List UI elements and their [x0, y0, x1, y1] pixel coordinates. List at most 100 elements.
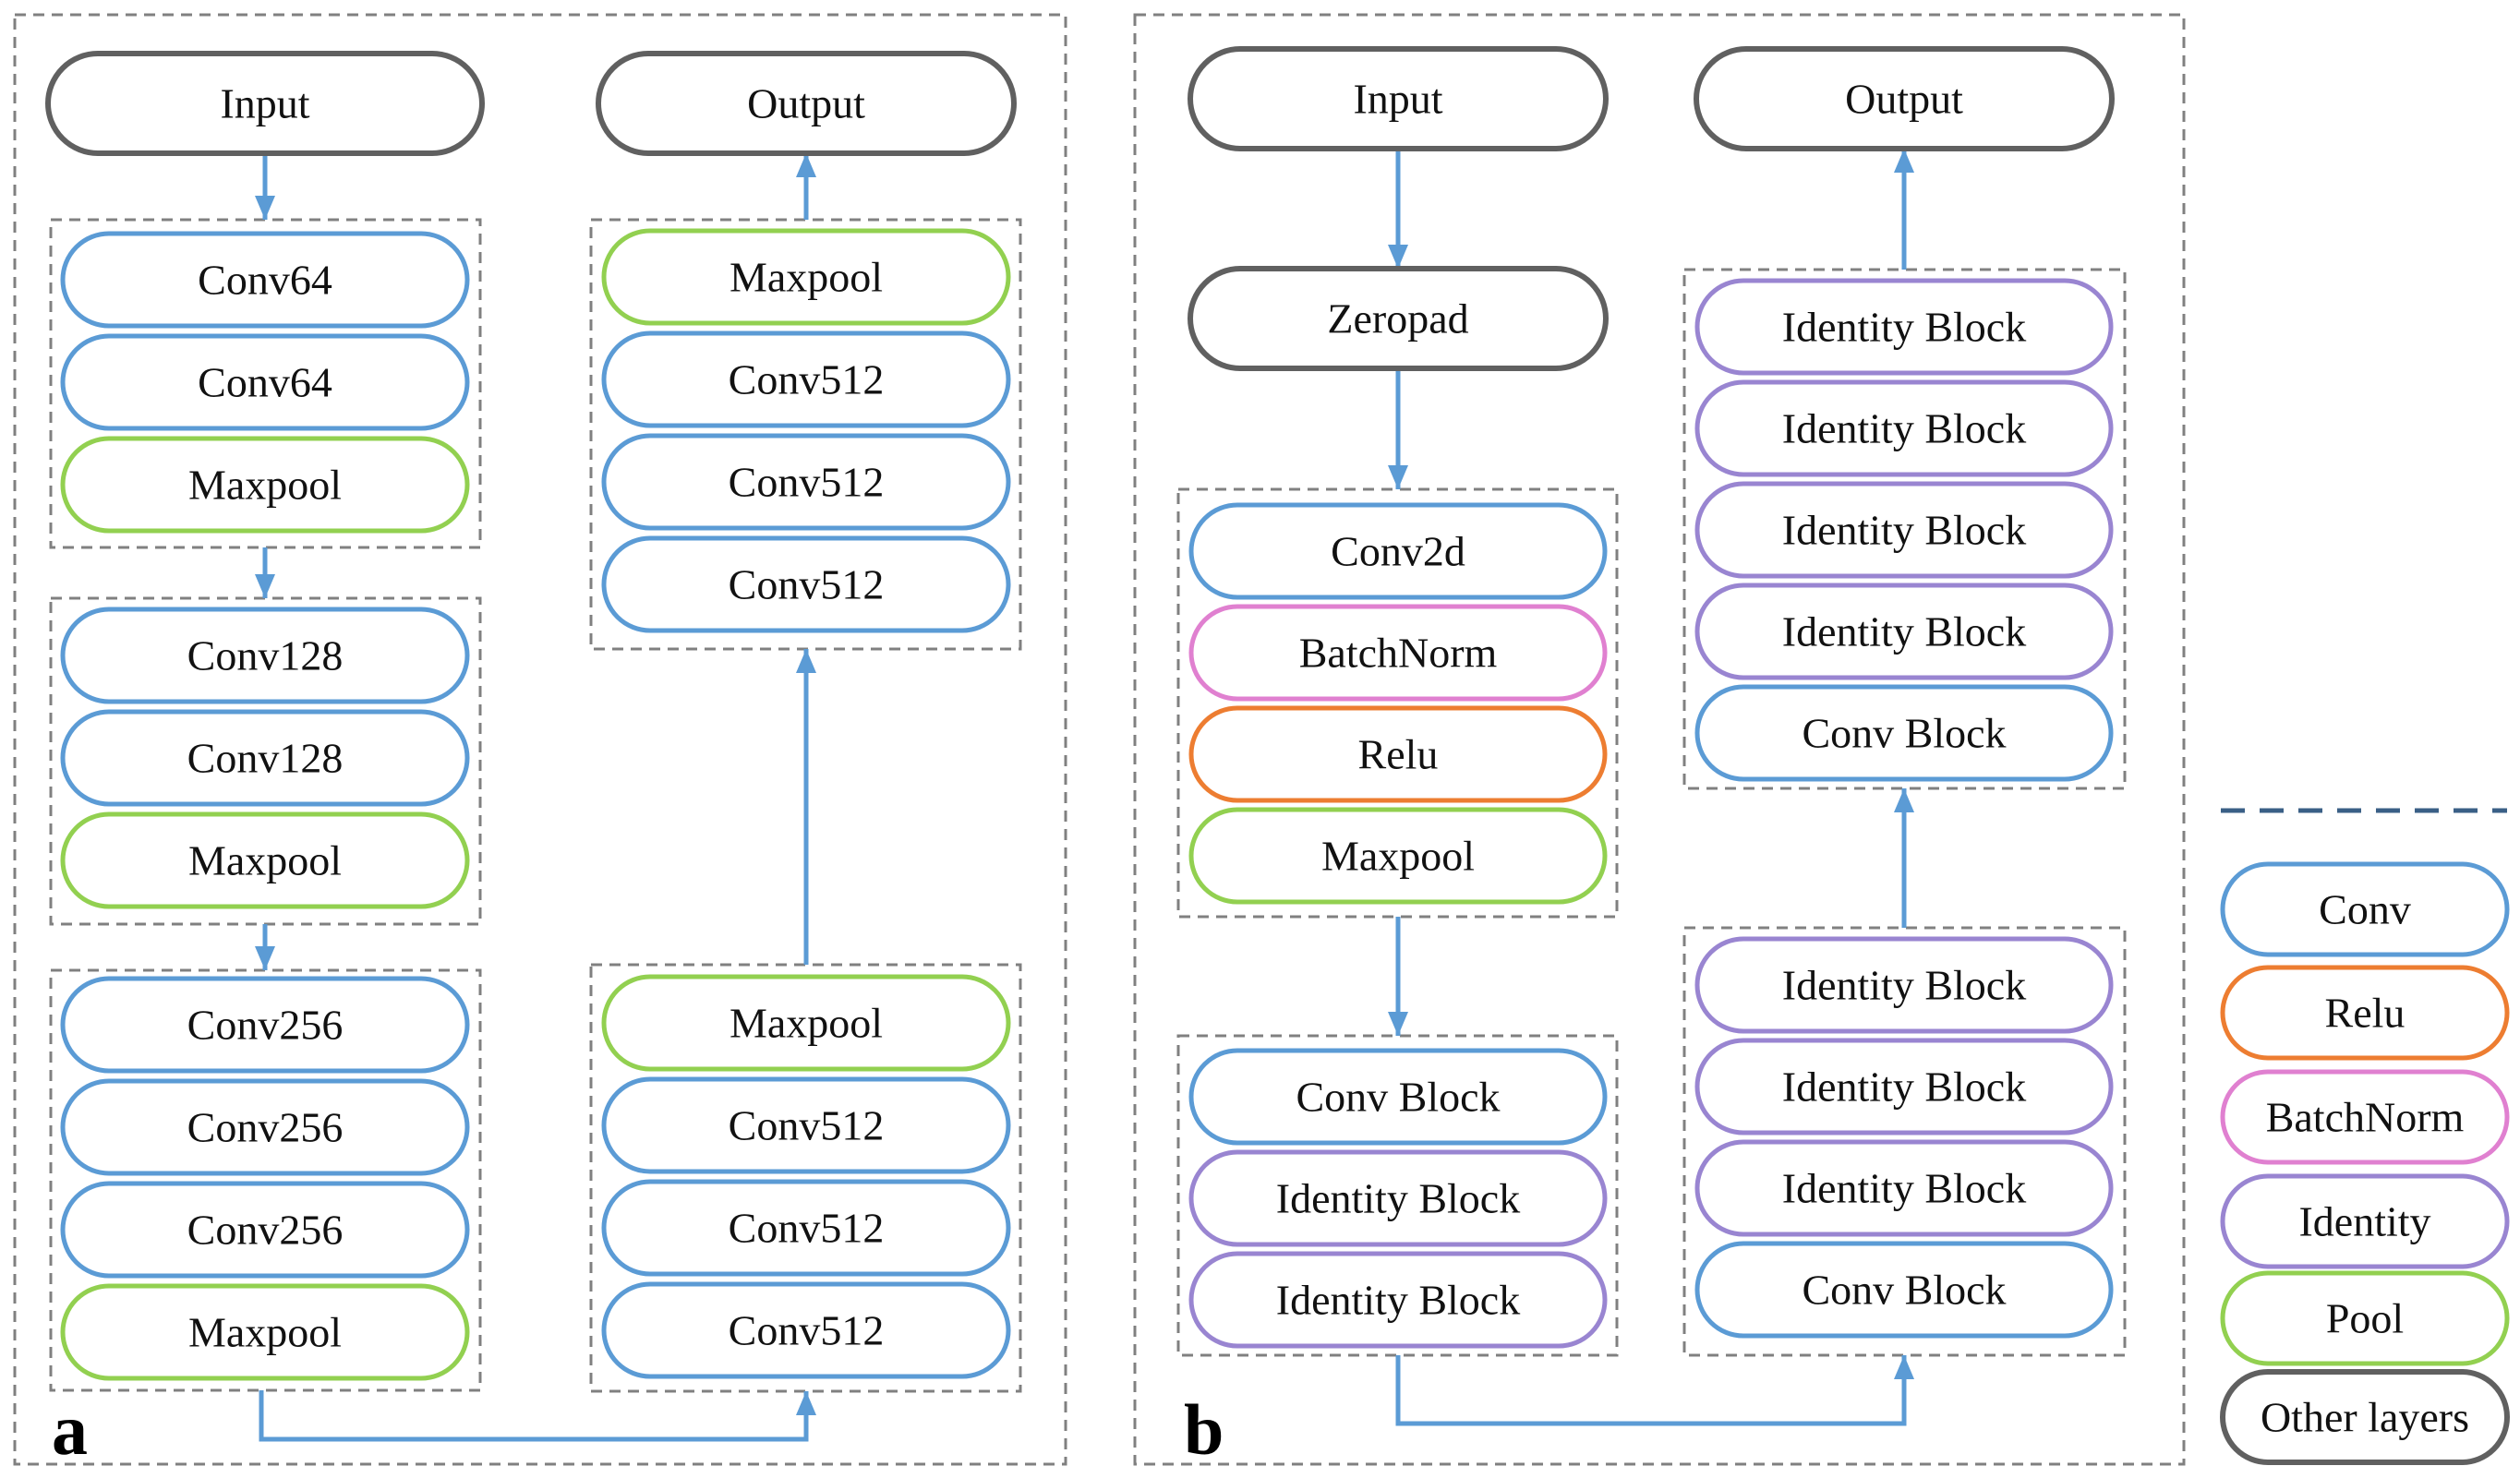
panel-a-g4-4-conv512-box	[601, 1281, 1011, 1379]
panel-b-rlow-3-identity-block-box	[1694, 1139, 2114, 1237]
panel-a-g2-2-conv128: Conv128	[60, 709, 470, 807]
panel-a-g5-1-maxpool-box	[601, 228, 1011, 326]
panel-a-g3-2-conv256-box	[60, 1078, 470, 1176]
panel-b-stage-1-conv-block-label: Conv Block	[1296, 1074, 1500, 1121]
panel-b-output: Output	[1694, 46, 2115, 151]
panel-a-label: a	[52, 1389, 88, 1470]
legend-other-layers: Other layers	[2220, 1369, 2510, 1465]
panel-a-g5-2-conv512-label: Conv512	[729, 356, 885, 403]
panel-a-g2-2-conv128-box	[60, 709, 470, 807]
panel-a-g1-1-conv64-box	[60, 231, 470, 329]
panel-b-input-label: Input	[1353, 76, 1442, 123]
panel-a-g5-3-conv512: Conv512	[601, 433, 1011, 531]
panel-b-stage-2-identity-block: Identity Block	[1188, 1149, 1608, 1247]
panel-a-left-group-1	[49, 218, 482, 549]
panel-b-rup-5-conv-block: Conv Block	[1694, 684, 2114, 782]
panel-b-rup-3-identity-block-label: Identity Block	[1782, 507, 2026, 554]
panel-a-g1-2-conv64-label: Conv64	[198, 359, 332, 406]
panel-a-border	[13, 13, 1067, 1466]
panel-b-zeropad: Zeropad	[1188, 266, 1609, 371]
panel-a-g2-2-conv128-label: Conv128	[187, 735, 344, 782]
panel-b-output-label: Output	[1845, 76, 1963, 123]
legend-batchnorm: BatchNorm	[2220, 1069, 2510, 1165]
panel-a-g5-4-conv512-label: Conv512	[729, 561, 885, 608]
legend-identity-box	[2220, 1173, 2510, 1269]
panel-b-stem-1-conv2d-box	[1188, 502, 1608, 600]
panel-a-g3-3-conv256-box	[60, 1181, 470, 1279]
legend-identity-label: Identity	[2298, 1198, 2430, 1245]
panel-b-stem-3-relu: Relu	[1188, 705, 1608, 803]
panel-b-rlow-2-identity-block-label: Identity Block	[1782, 1063, 2026, 1111]
panel-b-stem-1-conv2d-label: Conv2d	[1331, 528, 1465, 575]
panel-b-zeropad-label: Zeropad	[1327, 295, 1468, 342]
legend-other-layers-label: Other layers	[2261, 1394, 2469, 1441]
panel-b-arrow-input-to-zeropad-head	[1388, 245, 1408, 269]
panel-a-right-group-lower	[589, 963, 1022, 1393]
panel-a-g1-3-maxpool-box	[60, 436, 470, 534]
panel-b-rlow-1-identity-block-label: Identity Block	[1782, 962, 2026, 1009]
panel-a-g3-1-conv256-label: Conv256	[187, 1002, 344, 1049]
panel-a-g1-2-conv64: Conv64	[60, 333, 470, 431]
panel-b-rup-1-identity-block-box	[1694, 278, 2114, 376]
panel-a-g2-1-conv128-box	[60, 607, 470, 704]
panel-b-rup-2-identity-block-label: Identity Block	[1782, 405, 2026, 452]
panel-a-g1-3-maxpool: Maxpool	[60, 436, 470, 534]
panel-a-g3-3-conv256-label: Conv256	[187, 1207, 344, 1254]
panel-a-output-label: Output	[747, 80, 865, 127]
panel-a-g3-3-conv256: Conv256	[60, 1181, 470, 1279]
panel-b-stem-group	[1176, 487, 1619, 919]
panel-b-stem-4-maxpool: Maxpool	[1188, 807, 1608, 905]
panel-a-arrow-g4-to-g5-head	[796, 649, 816, 673]
panel-b-rup-1-identity-block-label: Identity Block	[1782, 304, 2026, 351]
panel-b-stem-1-conv2d: Conv2d	[1188, 502, 1608, 600]
panel-b-stage-1-conv-block-box	[1188, 1048, 1608, 1146]
panel-a-arrow-g3-to-g4	[259, 1390, 809, 1442]
panel-a-g4-4-conv512: Conv512	[601, 1281, 1011, 1379]
legend-pool-label: Pool	[2326, 1295, 2404, 1342]
panel-b-arrow-stage-to-rlow	[1395, 1355, 1907, 1426]
panel-a-g5-1-maxpool: Maxpool	[601, 228, 1011, 326]
panel-b-stem-3-relu-box	[1188, 705, 1608, 803]
panel-a-g3-4-maxpool-box	[60, 1283, 470, 1381]
panel-a-g4-2-conv512: Conv512	[601, 1076, 1011, 1174]
legend-relu-box	[2220, 965, 2510, 1061]
panel-a-output-box	[596, 51, 1017, 156]
panel-b-stem-2-batchnorm-box	[1188, 604, 1608, 702]
legend-batchnorm-box	[2220, 1069, 2510, 1165]
panel-a-g5-4-conv512: Conv512	[601, 535, 1011, 633]
panel-b-rlow-3-identity-block-label: Identity Block	[1782, 1165, 2026, 1212]
panel-b-border	[1133, 13, 2186, 1466]
panel-b-input: Input	[1188, 46, 1609, 151]
panel-b-rlow-2-identity-block-box	[1694, 1038, 2114, 1136]
panel-a-g4-3-conv512: Conv512	[601, 1179, 1011, 1277]
panel-b-stage-2-identity-block-label: Identity Block	[1276, 1175, 1520, 1222]
panel-a-g2-3-maxpool-box	[60, 811, 470, 909]
panel-b-stage-1-conv-block: Conv Block	[1188, 1048, 1608, 1146]
panel-b-rup-1-identity-block: Identity Block	[1694, 278, 2114, 376]
panel-b-rlow-2-identity-block: Identity Block	[1694, 1038, 2114, 1136]
panel-b-stem-4-maxpool-box	[1188, 807, 1608, 905]
panel-b-rup-3-identity-block-box	[1694, 481, 2114, 579]
panel-a-g2-1-conv128-label: Conv128	[187, 632, 344, 679]
panel-a-g5-2-conv512: Conv512	[601, 330, 1011, 428]
legend-pool: Pool	[2220, 1270, 2510, 1366]
panel-b-rlow-4-conv-block: Conv Block	[1694, 1241, 2114, 1339]
panel-a-g4-2-conv512-label: Conv512	[729, 1102, 885, 1149]
panel-b-arrow-rup-to-output-head	[1894, 149, 1914, 173]
legend-other-layers-box	[2220, 1369, 2510, 1465]
panel-b-rup-4-identity-block-box	[1694, 583, 2114, 680]
panel-b-stem-2-batchnorm: BatchNorm	[1188, 604, 1608, 702]
panel-b-stem-3-relu-label: Relu	[1358, 731, 1439, 778]
panel-a-g3-2-conv256: Conv256	[60, 1078, 470, 1176]
panel-a-g4-2-conv512-box	[601, 1076, 1011, 1174]
panel-a-arrow-g2-to-g3-head	[255, 946, 275, 970]
panel-b-stage-3-identity-block: Identity Block	[1188, 1251, 1608, 1349]
panel-a-input-label: Input	[220, 80, 309, 127]
panel-b-arrow-rlow-to-rup-head	[1894, 788, 1914, 812]
panel-b-label: b	[1184, 1389, 1224, 1470]
panel-b-rup-5-conv-block-box	[1694, 684, 2114, 782]
legend-conv-box	[2220, 861, 2510, 957]
panel-a-g3-2-conv256-label: Conv256	[187, 1104, 344, 1151]
panel-a-g4-3-conv512-box	[601, 1179, 1011, 1277]
